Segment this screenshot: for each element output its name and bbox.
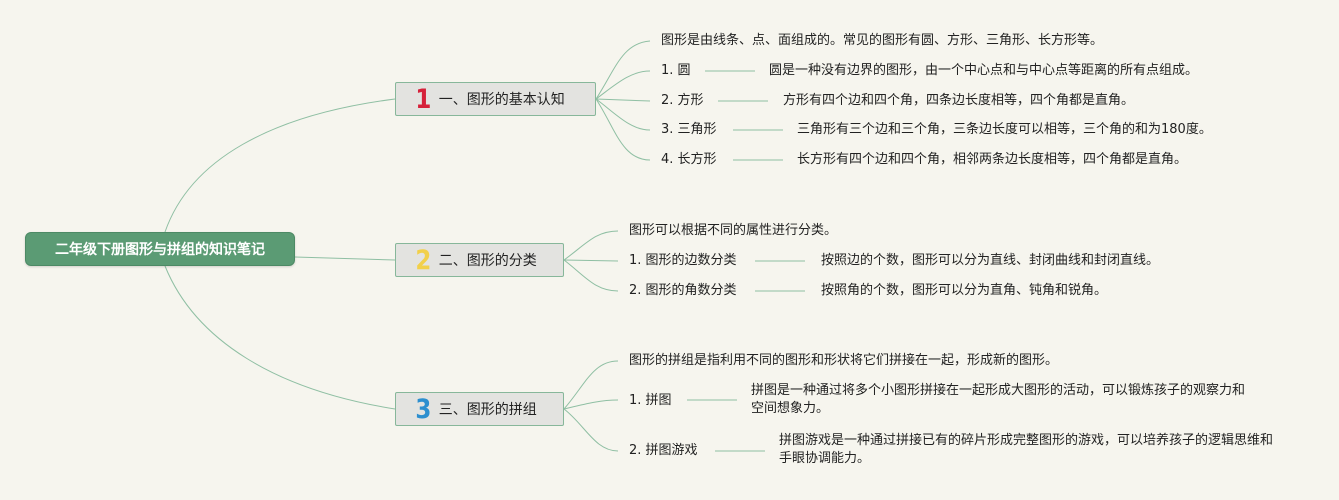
root-node[interactable]: 二年级下册图形与拼组的知识笔记 (25, 232, 295, 266)
branch-number-3: 3 (415, 393, 432, 425)
link-b2-item-1 (563, 259, 619, 262)
branch-1-item-1-detail: 圆是一种没有边界的图形，由一个中心点和与中心点等距离的所有点组成。 (769, 63, 1199, 78)
link-root-branch-1 (164, 98, 396, 233)
branch-3-item-1-label: 1. 拼图 (629, 393, 672, 408)
branch-1-item-3-detail: 三角形有三个边和三个角，三条边长度可以相等，三个角的和为180度。 (797, 122, 1212, 137)
branch-1-item-3-label: 3. 三角形 (661, 122, 717, 137)
branch-1-item-1-label: 1. 圆 (661, 63, 691, 78)
branch-3-intro: 图形的拼组是指利用不同的图形和形状将它们拼接在一起，形成新的图形。 (629, 353, 1059, 368)
branch-3-item-2-detail: 拼图游戏是一种通过拼接已有的碎片形成完整图形的游戏，可以培养孩子的逻辑思维和手眼… (779, 433, 1274, 466)
branch-number-2: 2 (415, 244, 432, 276)
branch-1-intro: 图形是由线条、点、面组成的。常见的图形有圆、方形、三角形、长方形等。 (661, 33, 1104, 48)
branch-node-2[interactable]: 2 二、图形的分类 (395, 243, 564, 277)
root-title: 二年级下册图形与拼组的知识笔记 (55, 242, 265, 258)
branch-1-item-2-detail: 方形有四个边和四个角，四条边长度相等，四个角都是直角。 (783, 93, 1135, 108)
link-b1-item-4 (595, 98, 651, 161)
branch-1-item-4-detail: 长方形有四个边和四个角，相邻两条边长度相等，四个角都是直角。 (797, 152, 1188, 167)
link-b1-item-2 (595, 98, 651, 102)
branch-title-2: 二、图形的分类 (438, 253, 537, 269)
branch-node-3[interactable]: 3 三、图形的拼组 (395, 392, 564, 426)
link-b2-item-2 (563, 259, 619, 292)
branch-node-1[interactable]: 1 一、图形的基本认知 (395, 82, 596, 116)
branch-2-item-2-label: 2. 图形的角数分类 (629, 283, 737, 298)
branch-2-item-2-detail: 按照角的个数，图形可以分为直角、钝角和锐角。 (821, 283, 1108, 298)
branch-title-3: 三、图形的拼组 (438, 402, 537, 418)
link-root-branch-3 (164, 265, 396, 410)
link-b1-item-1 (595, 70, 651, 100)
branch-2-item-1-label: 1. 图形的边数分类 (629, 253, 737, 268)
branch-title-1: 一、图形的基本认知 (438, 92, 565, 108)
link-b3-item-2 (563, 408, 619, 452)
branch-1-item-2-label: 2. 方形 (661, 93, 704, 108)
link-b3-item-1 (563, 399, 619, 410)
branch-2-item-1-detail: 按照边的个数，图形可以分为直线、封闭曲线和封闭直线。 (821, 253, 1160, 268)
link-b3-intro (563, 360, 619, 410)
link-b2-intro (563, 230, 619, 261)
link-b1-intro (595, 40, 651, 100)
link-root-branch-2 (294, 256, 396, 261)
branch-1-item-4-label: 4. 长方形 (661, 152, 717, 167)
branch-3-item-1-detail: 拼图是一种通过将多个小图形拼接在一起形成大图形的活动，可以锻炼孩子的观察力和空间… (751, 383, 1246, 416)
branch-3-item-2-label: 2. 拼图游戏 (629, 443, 698, 458)
branch-number-1: 1 (415, 83, 432, 115)
link-b1-item-3 (595, 98, 651, 131)
branch-2-intro: 图形可以根据不同的属性进行分类。 (629, 223, 838, 238)
